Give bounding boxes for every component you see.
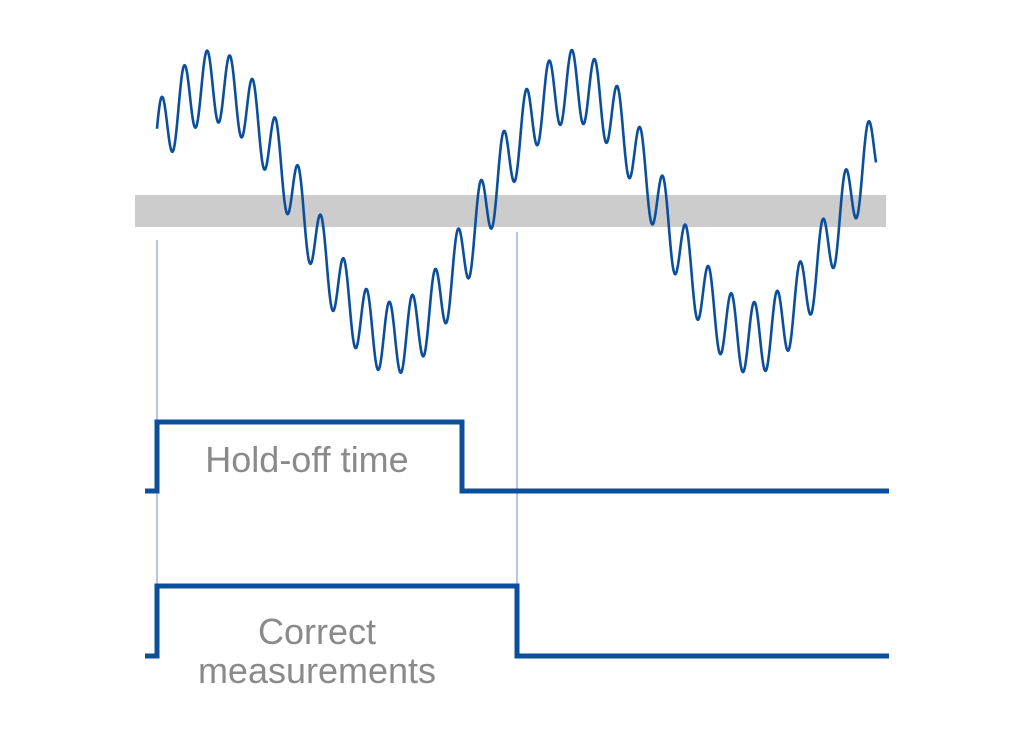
threshold-band [135, 195, 886, 227]
holdoff-pulse [145, 419, 889, 494]
correct-measurements-pulse [145, 583, 889, 659]
correct-label-line2: measurements [198, 650, 436, 691]
correct-label-line1: Correct [258, 611, 376, 652]
holdoff-label: Hold-off time [205, 439, 408, 480]
noisy-sine-waveform [155, 48, 878, 374]
